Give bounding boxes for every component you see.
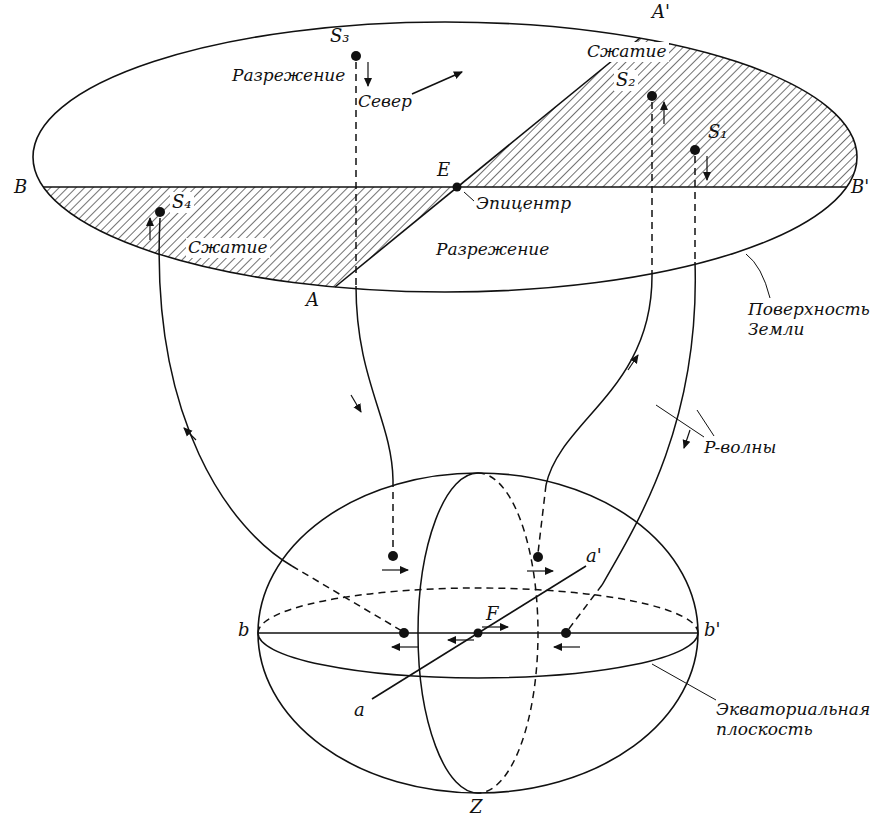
point-label: B [14, 177, 27, 198]
station-label: S₁ [708, 122, 728, 143]
point-label: a [354, 700, 365, 721]
callout-label: P-волны [704, 438, 776, 458]
point-label: a' [586, 546, 602, 567]
point-label: A' [652, 2, 670, 23]
direction-label: Север [358, 92, 412, 112]
region-label: Разрежение [232, 66, 345, 86]
point-label: b' [704, 620, 720, 641]
callout-label: Эпицентр [476, 194, 571, 214]
station-label: S₂ [614, 70, 638, 91]
point-label: b [238, 620, 250, 641]
point-label: A [306, 290, 319, 311]
point-label: F [486, 604, 499, 625]
callout-label: Экваториальная плоскость [716, 700, 866, 739]
point-label: B' [851, 177, 869, 198]
callout-label: Поверхность Земли [748, 300, 872, 339]
station-label: S₃ [330, 26, 350, 47]
region-label: Сжатие [186, 238, 270, 258]
station-label: S₄ [170, 192, 194, 213]
point-label: Z [470, 797, 483, 818]
region-label: Разрежение [436, 240, 549, 260]
point-label: E [437, 160, 450, 181]
region-label: Сжатие [585, 42, 669, 62]
